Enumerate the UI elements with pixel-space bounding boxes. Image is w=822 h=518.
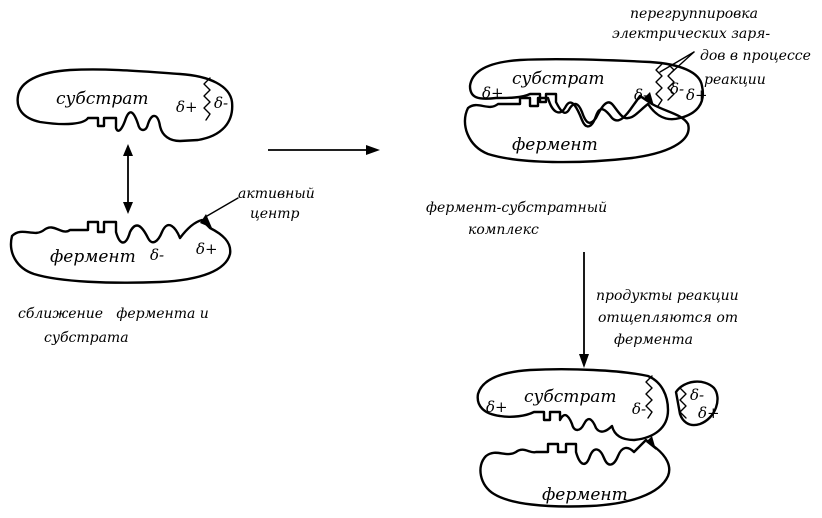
active-center-line-1: активный xyxy=(238,186,315,202)
substrate-break-b1 xyxy=(656,64,662,106)
release-note-line-3: фермента xyxy=(614,332,693,348)
fragment-break-c xyxy=(680,388,686,418)
note-line-4: реакции xyxy=(704,72,766,88)
substrate-break-a xyxy=(204,78,210,120)
substrate-delta-minus-a: δ- xyxy=(214,94,228,112)
panel-b-complex: фермент субстрат δ+ δ- δ- δ+ xyxy=(465,52,708,162)
c-frag-delta-plus: δ+ xyxy=(698,404,720,422)
caption-b-line-2: комплекс xyxy=(468,222,539,238)
enzyme-delta-plus-a: δ+ xyxy=(196,240,218,258)
release-note-line-1: продукты реакции xyxy=(596,288,739,304)
panel-a-substrate: субстрат δ+ δ- xyxy=(18,69,233,141)
enzyme-label-b: фермент xyxy=(512,135,598,155)
b-delta-minus-2: δ- xyxy=(670,80,684,98)
caption-b-line-1: фермент-субстратный xyxy=(426,200,607,216)
c-frag-delta-minus: δ- xyxy=(690,386,704,404)
c-delta-minus: δ- xyxy=(632,400,646,418)
b-delta-minus-1: δ- xyxy=(634,86,648,104)
active-center-marker-a xyxy=(200,214,212,228)
note-leader-1 xyxy=(660,52,694,72)
substrate-label-b: субстрат xyxy=(512,69,605,89)
release-note-line-2: отщепляются от xyxy=(598,310,738,326)
enzyme-label-c: фермент xyxy=(542,485,628,505)
active-center-line-2: центр xyxy=(250,206,300,222)
panel-a-enzyme: фермент δ- δ+ xyxy=(11,198,238,283)
b-delta-plus-right: δ+ xyxy=(686,86,708,104)
panel-c-products: субстрат δ+ δ- δ- δ+ фермент xyxy=(478,369,720,506)
substrate-label-c: субстрат xyxy=(524,387,617,407)
note-line-2: электрических заря- xyxy=(612,26,770,42)
caption-a-line-1: сближение фермента и xyxy=(18,306,209,322)
substrate-delta-plus-a: δ+ xyxy=(176,98,198,116)
b-delta-plus-left: δ+ xyxy=(482,84,504,102)
note-line-3: дов в процессе xyxy=(700,48,811,64)
caption-a-line-2: субстрата xyxy=(44,330,129,346)
c-delta-plus-left: δ+ xyxy=(486,398,508,416)
note-line-1: перегруппировка xyxy=(630,6,758,22)
forward-arrow xyxy=(268,145,380,155)
substrate-break-c xyxy=(646,376,652,418)
approach-arrow xyxy=(123,144,133,214)
enzyme-delta-minus-a: δ- xyxy=(150,246,164,264)
release-arrow xyxy=(579,252,589,368)
enzyme-label-a: фермент xyxy=(50,247,136,267)
active-center-leader xyxy=(207,198,238,216)
substrate-label-a: субстрат xyxy=(56,89,149,109)
